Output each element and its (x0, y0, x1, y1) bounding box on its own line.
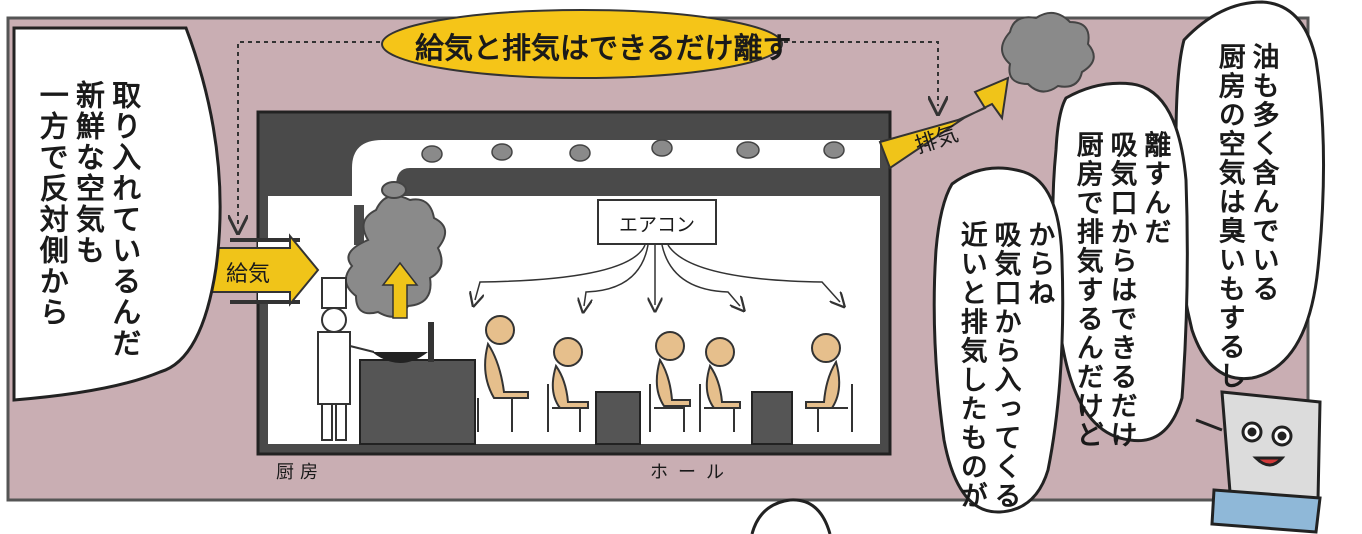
left-line-1: 一方で反対側から (35, 80, 70, 329)
dotted-path (238, 41, 388, 225)
bubble-near-text: からね 吸気口から入ってくる 近いと排気したものが (955, 220, 1055, 511)
top-ellipse-text: 給気と排気はできるだけ離す (415, 31, 792, 65)
bubble-near (932, 166, 1065, 514)
left-line-3: 取り入れているんだ (107, 80, 142, 360)
chef (317, 277, 375, 441)
kitchen-divider (354, 205, 364, 245)
seated-people (477, 315, 853, 445)
smoke-up-arrow (381, 261, 419, 319)
duct-smoke (421, 139, 845, 163)
aircon-unit (597, 199, 717, 245)
hall-label: ホール (650, 462, 734, 483)
left-bubble-text: 取り入れているんだ 新鮮な空気も 一方で反対側から (34, 56, 179, 359)
supply-label: 給気 (226, 262, 271, 287)
stove-counter (359, 359, 476, 445)
wok (372, 352, 428, 363)
bubble-kitchen-air-text: 油も多く含んでいる 厨房の空気は臭いもするし (1213, 42, 1279, 391)
exhaust-cloud (1001, 11, 1095, 93)
bubble-separate-text: 離すんだ 吸気口からはできるだけ 厨房で排気するんだけど (1071, 130, 1171, 450)
supply-arrow (211, 233, 320, 307)
stove-smoke (345, 181, 446, 318)
left-line-2: 新鮮な空気も (71, 80, 106, 267)
top-ellipse (381, 9, 783, 79)
aircon-airflow (475, 244, 840, 306)
mascot-character (1195, 390, 1322, 534)
exhaust-arrow (878, 76, 1010, 170)
aircon-label: エアコン (618, 214, 695, 236)
kitchen-label: 厨房 (276, 462, 324, 483)
left-speech-bubble (12, 26, 222, 402)
